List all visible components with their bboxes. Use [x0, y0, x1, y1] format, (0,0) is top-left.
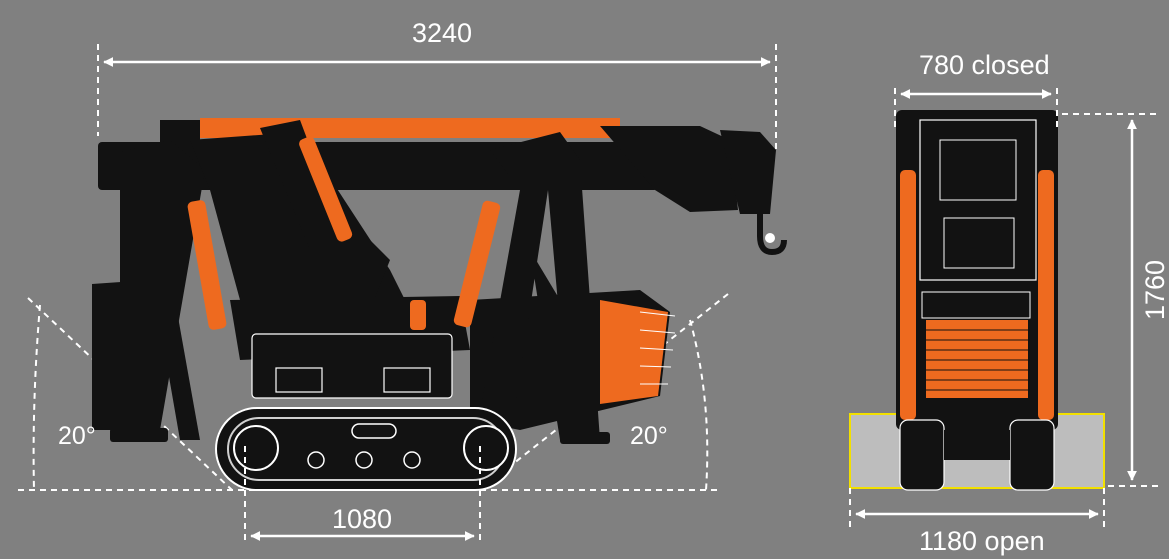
- width-closed-label: 780 closed: [919, 50, 1050, 80]
- side-view: 3240: [18, 18, 787, 542]
- track-length-label: 1080: [332, 504, 392, 534]
- front-angle-guide: [27, 297, 233, 491]
- front-view: 780 closed 1760 1180 open: [849, 50, 1169, 556]
- rear-angle-label: 20°: [630, 422, 668, 450]
- crane-front-silhouette: [896, 110, 1058, 491]
- front-angle-label: 20°: [58, 422, 96, 450]
- overall-length-label: 3240: [412, 18, 472, 48]
- width-open-label: 1180 open: [919, 526, 1045, 556]
- height-label: 1760: [1140, 260, 1169, 320]
- crane-side-silhouette: [92, 118, 787, 491]
